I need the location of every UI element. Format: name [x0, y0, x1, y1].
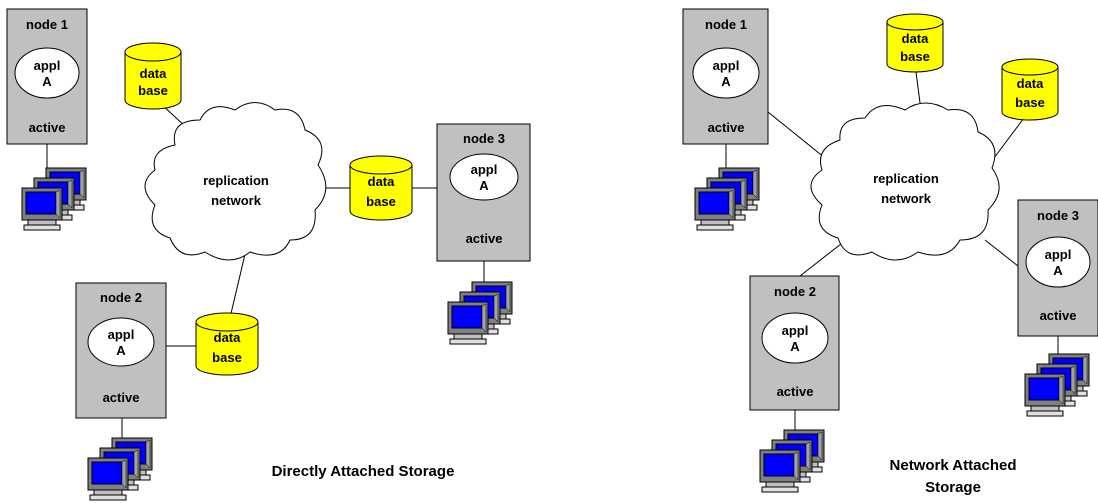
left-caption: Directly Attached Storage — [272, 463, 455, 480]
computer-terminals-icon — [1025, 354, 1089, 416]
node-status: active — [708, 120, 745, 135]
app-oval — [761, 312, 829, 364]
app-label-line2: A — [721, 74, 731, 89]
computer-terminals-icon — [448, 282, 512, 344]
left-panel: replication network node 1 appl A active… — [6, 8, 531, 500]
app-oval — [692, 47, 760, 99]
computer-terminals-icon — [88, 438, 152, 500]
app-label-line1: appl — [713, 58, 740, 73]
wire-cloud-node2 — [799, 239, 847, 277]
app-label-line2: A — [1053, 263, 1063, 278]
db-label-line1: data — [1017, 76, 1045, 91]
cloud-label-line2: network — [881, 191, 932, 206]
db-label-line1: data — [214, 330, 242, 345]
app-label-line1: appl — [471, 162, 498, 177]
node-title: node 3 — [1037, 208, 1079, 223]
app-oval — [87, 317, 155, 367]
app-label-line2: A — [116, 343, 126, 358]
node-status: active — [103, 390, 140, 405]
database-cylinder-icon: data base — [1001, 58, 1059, 121]
right-caption-line1: Network Attached — [890, 457, 1017, 474]
database-cylinder-icon: data base — [124, 42, 182, 110]
app-oval — [449, 153, 519, 201]
cloud-label-line1: replication — [873, 171, 939, 186]
node-1: node 1 appl A active — [6, 8, 88, 145]
node-title: node 2 — [100, 290, 142, 305]
database-cylinder-icon: data base — [195, 312, 259, 376]
db-label-line2: base — [1015, 95, 1045, 110]
node-title: node 3 — [463, 131, 505, 146]
node-title: node 2 — [774, 284, 816, 299]
wire-cloud-node3 — [984, 239, 1019, 267]
node-title: node 1 — [705, 17, 747, 32]
app-label-line1: appl — [34, 58, 61, 73]
node-2: node 2 appl A active — [75, 282, 167, 419]
app-oval — [14, 47, 80, 99]
app-label-line1: appl — [1045, 247, 1072, 262]
cloud-label-line1: replication — [203, 173, 269, 188]
db-label-line2: base — [900, 49, 930, 64]
app-label-line2: A — [42, 74, 52, 89]
db-label-line2: base — [366, 194, 396, 209]
node-title: node 1 — [26, 17, 68, 32]
network-cloud-icon: replication network — [144, 102, 327, 261]
node-3: node 3 appl A active — [436, 123, 531, 262]
app-label-line1: appl — [108, 327, 135, 342]
right-panel: replication network node 1 appl A active… — [682, 8, 1098, 496]
app-oval — [1025, 236, 1091, 288]
computer-terminals-icon — [760, 430, 824, 492]
wire-cloud-db2 — [228, 249, 247, 323]
db-label-line1: data — [140, 66, 168, 81]
node-2: node 2 appl A active — [749, 275, 840, 411]
app-label-line1: appl — [782, 323, 809, 338]
node-status: active — [29, 120, 66, 135]
app-label-line2: A — [790, 339, 800, 354]
database-cylinder-icon: data base — [886, 13, 944, 73]
database-cylinder-icon: data base — [349, 155, 413, 221]
node-1: node 1 appl A active — [682, 8, 769, 145]
node-3: node 3 appl A active — [1017, 199, 1098, 337]
wire-node1-cloud — [767, 111, 826, 159]
computer-terminals-icon — [22, 168, 86, 230]
db-label-line2: base — [138, 83, 168, 98]
cloud-label-line2: network — [211, 193, 262, 208]
db-label-line1: data — [368, 174, 396, 189]
node-status: active — [1040, 308, 1077, 323]
right-caption-line2: Storage — [925, 479, 981, 496]
network-cloud-icon: replication network — [810, 102, 1000, 261]
db-label-line2: base — [212, 350, 242, 365]
node-status: active — [466, 231, 503, 246]
app-label-line2: A — [479, 178, 489, 193]
node-status: active — [777, 384, 814, 399]
db-label-line1: data — [902, 31, 930, 46]
computer-terminals-icon — [695, 168, 759, 230]
